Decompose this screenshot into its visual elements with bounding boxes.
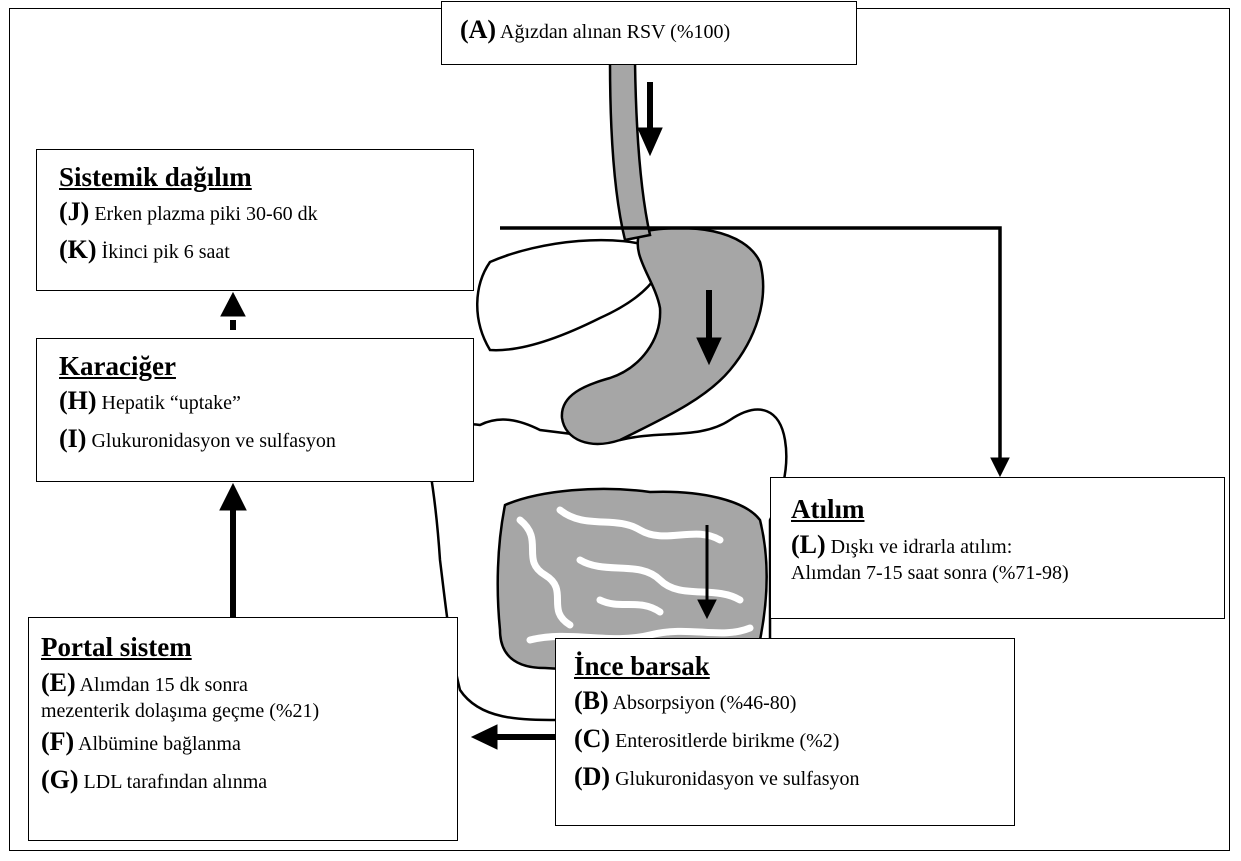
portal-item-e: (E) Alımdan 15 dk sonra [41, 670, 449, 698]
intestine-item-d: (D) Glukuronidasyon ve sulfasyon [574, 759, 1006, 797]
liver-title: Karaciğer [59, 349, 465, 383]
excretion-item-l: (L) Dışkı ve idrarla atılım: [791, 532, 1216, 560]
systemic-distribution-box: Sistemik dağılım (J) Erken plazma piki 3… [36, 149, 474, 291]
portal-item-f: (F) Albümine bağlanma [41, 724, 449, 762]
portal-title: Portal sistem [41, 630, 449, 664]
portal-item-g: (G) LDL tarafından alınma [41, 762, 449, 800]
liver-box: Karaciğer (H) Hepatik “uptake” (I) Gluku… [36, 338, 474, 482]
excretion-title: Atılım [791, 492, 1216, 526]
portal-item-e-cont: mezenterik dolaşıma geçme (%21) [41, 698, 449, 724]
small-intestine-box: İnce barsak (B) Absorpsiyon (%46-80) (C)… [555, 638, 1015, 826]
systemic-item-j: (J) Erken plazma piki 30-60 dk [59, 194, 465, 232]
portal-system-box: Portal sistem (E) Alımdan 15 dk sonra me… [28, 617, 458, 841]
tag-a: (A) [460, 15, 496, 44]
systemic-item-k: (K) İkinci pik 6 saat [59, 232, 465, 270]
intestine-item-c: (C) Enterositlerde birikme (%2) [574, 721, 1006, 759]
excretion-item-l-cont: Alımdan 7-15 saat sonra (%71-98) [791, 560, 1216, 586]
liver-item-i: (I) Glukuronidasyon ve sulfasyon [59, 421, 465, 459]
systemic-title: Sistemik dağılım [59, 160, 465, 194]
excretion-box: Atılım (L) Dışkı ve idrarla atılım: Alım… [770, 477, 1225, 619]
esophagus [610, 62, 650, 240]
intestine-item-b: (B) Absorpsiyon (%46-80) [574, 683, 1006, 721]
liver [477, 240, 661, 350]
small-intestine-title: İnce barsak [574, 649, 1006, 683]
oral-intake-text: Ağızdan alınan RSV (%100) [500, 21, 730, 43]
liver-item-h: (H) Hepatik “uptake” [59, 383, 465, 421]
oral-intake-box: (A) Ağızdan alınan RSV (%100) [441, 1, 857, 65]
